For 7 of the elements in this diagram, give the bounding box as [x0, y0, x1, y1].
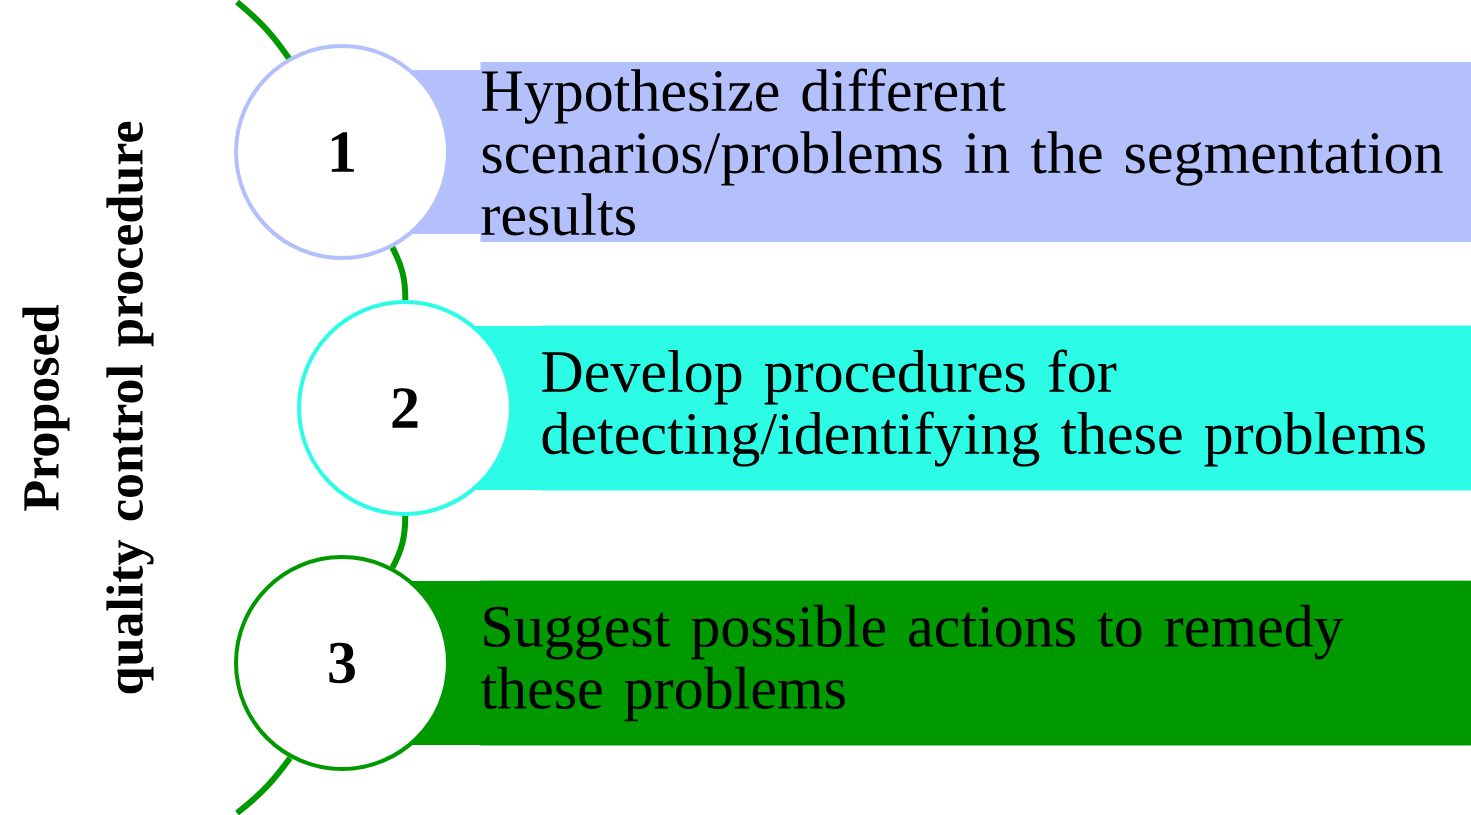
step-bar: Hypothesize different scenarios/problems in the segmentation results [400, 61, 1471, 243]
vertical-title: Proposed quality control procedure [22, 121, 154, 694]
step-bar: Develop procedures for detecting/identifying these problems [470, 325, 1471, 491]
connector-line [389, 515, 409, 569]
connector-line [389, 246, 409, 301]
node-label: 3 [329, 642, 355, 684]
step-bar: Suggest possible actions to remedy these problems [400, 580, 1471, 746]
